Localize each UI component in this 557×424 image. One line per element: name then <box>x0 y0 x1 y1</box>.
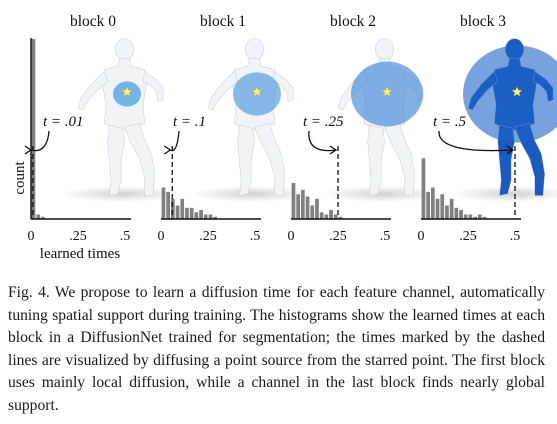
histogram-bar <box>463 214 468 219</box>
x-tick-label: 0 <box>288 229 295 244</box>
x-tick-label: 0 <box>28 229 35 244</box>
histogram-bar <box>171 198 175 220</box>
x-tick-label: .25 <box>69 229 87 244</box>
histogram-bar <box>194 212 199 220</box>
diffusion-region <box>463 45 557 143</box>
panel-block-2: block 2 0 .25 .5 t = .25 <box>288 13 442 244</box>
y-axis-label: count <box>12 161 28 195</box>
histogram-bar <box>324 214 329 219</box>
arrow-head <box>506 145 515 155</box>
histogram-bar <box>468 214 473 219</box>
x-tick-label: .5 <box>380 229 391 244</box>
panel-title: block 1 <box>200 13 246 30</box>
histogram-bar <box>440 194 445 220</box>
histogram-bar <box>41 216 45 220</box>
x-tick-label: .5 <box>120 229 131 244</box>
source-star <box>121 86 133 97</box>
histogram-bar <box>431 187 435 219</box>
histogram-bar <box>482 216 487 220</box>
panel-title: block 0 <box>70 13 116 30</box>
histogram-bar <box>213 216 217 220</box>
histogram-bar <box>421 158 426 220</box>
histogram-bar <box>203 214 208 219</box>
histogram-bar <box>449 198 454 220</box>
histogram-bar <box>185 207 189 220</box>
histogram-bar <box>291 183 296 219</box>
panel-block-1: block 1 0 .25 .5 t = .1 <box>158 13 312 244</box>
histogram-bar <box>333 214 338 219</box>
panel-title: block 2 <box>330 13 376 30</box>
histogram-bar <box>338 216 343 220</box>
histogram-bar <box>459 210 463 219</box>
body-figure <box>207 38 294 197</box>
x-tick-label: .5 <box>510 229 521 244</box>
time-annotation: t = .1 <box>173 114 206 130</box>
histogram-bar <box>305 196 310 219</box>
x-tick-label: .25 <box>329 229 347 244</box>
histogram-bar <box>473 216 477 220</box>
histogram-bar <box>36 214 40 219</box>
panel-block-3: block 3 0 .25 .5 t = .5 <box>418 13 557 244</box>
annotation-arrow <box>30 130 50 152</box>
x-tick-label: 0 <box>418 229 425 244</box>
histogram-bar <box>315 198 319 220</box>
time-annotation: t = .01 <box>43 114 84 130</box>
annotation-arrow <box>169 130 180 152</box>
arrow-head <box>24 145 33 155</box>
histogram-bar <box>301 189 305 220</box>
histogram-bar <box>180 198 185 220</box>
x-tick-label: .5 <box>250 229 261 244</box>
arrow-head <box>329 145 338 155</box>
histogram-bar <box>445 205 449 219</box>
figure-caption: Fig. 4. We propose to learn a diffusion … <box>8 284 545 414</box>
histogram-bar <box>435 198 440 220</box>
panel-block-0: block 0 0 .25 .5 t = .01 <box>24 13 182 244</box>
histogram-bar <box>199 210 203 219</box>
histogram-bar <box>175 205 180 219</box>
panel-title: block 3 <box>460 13 506 30</box>
source-star <box>251 86 263 97</box>
histogram-bar <box>319 212 324 220</box>
time-annotation: t = .5 <box>433 114 467 130</box>
x-tick-label: .25 <box>199 229 217 244</box>
x-tick-label: 0 <box>158 229 165 244</box>
annotation-arrow <box>308 130 337 152</box>
arrow-head <box>163 145 172 155</box>
body-figure <box>77 38 164 197</box>
histogram-bar <box>208 214 213 219</box>
histogram-bar <box>478 214 482 219</box>
histogram-bar <box>166 192 170 219</box>
histogram-bar <box>31 39 36 219</box>
time-annotation: t = .25 <box>303 114 344 130</box>
histogram-bar <box>454 207 459 220</box>
histogram-bar <box>189 207 194 220</box>
histogram-bar <box>296 194 300 220</box>
source-star <box>381 86 393 97</box>
source-star <box>511 86 523 97</box>
x-tick-label: .25 <box>459 229 477 244</box>
histogram-bar <box>329 210 333 219</box>
histogram-bar <box>310 205 315 219</box>
annotation-arrow <box>438 130 514 152</box>
histogram-bar <box>426 192 430 219</box>
histogram-bar <box>161 187 166 219</box>
x-axis-label: learned times <box>40 246 121 262</box>
